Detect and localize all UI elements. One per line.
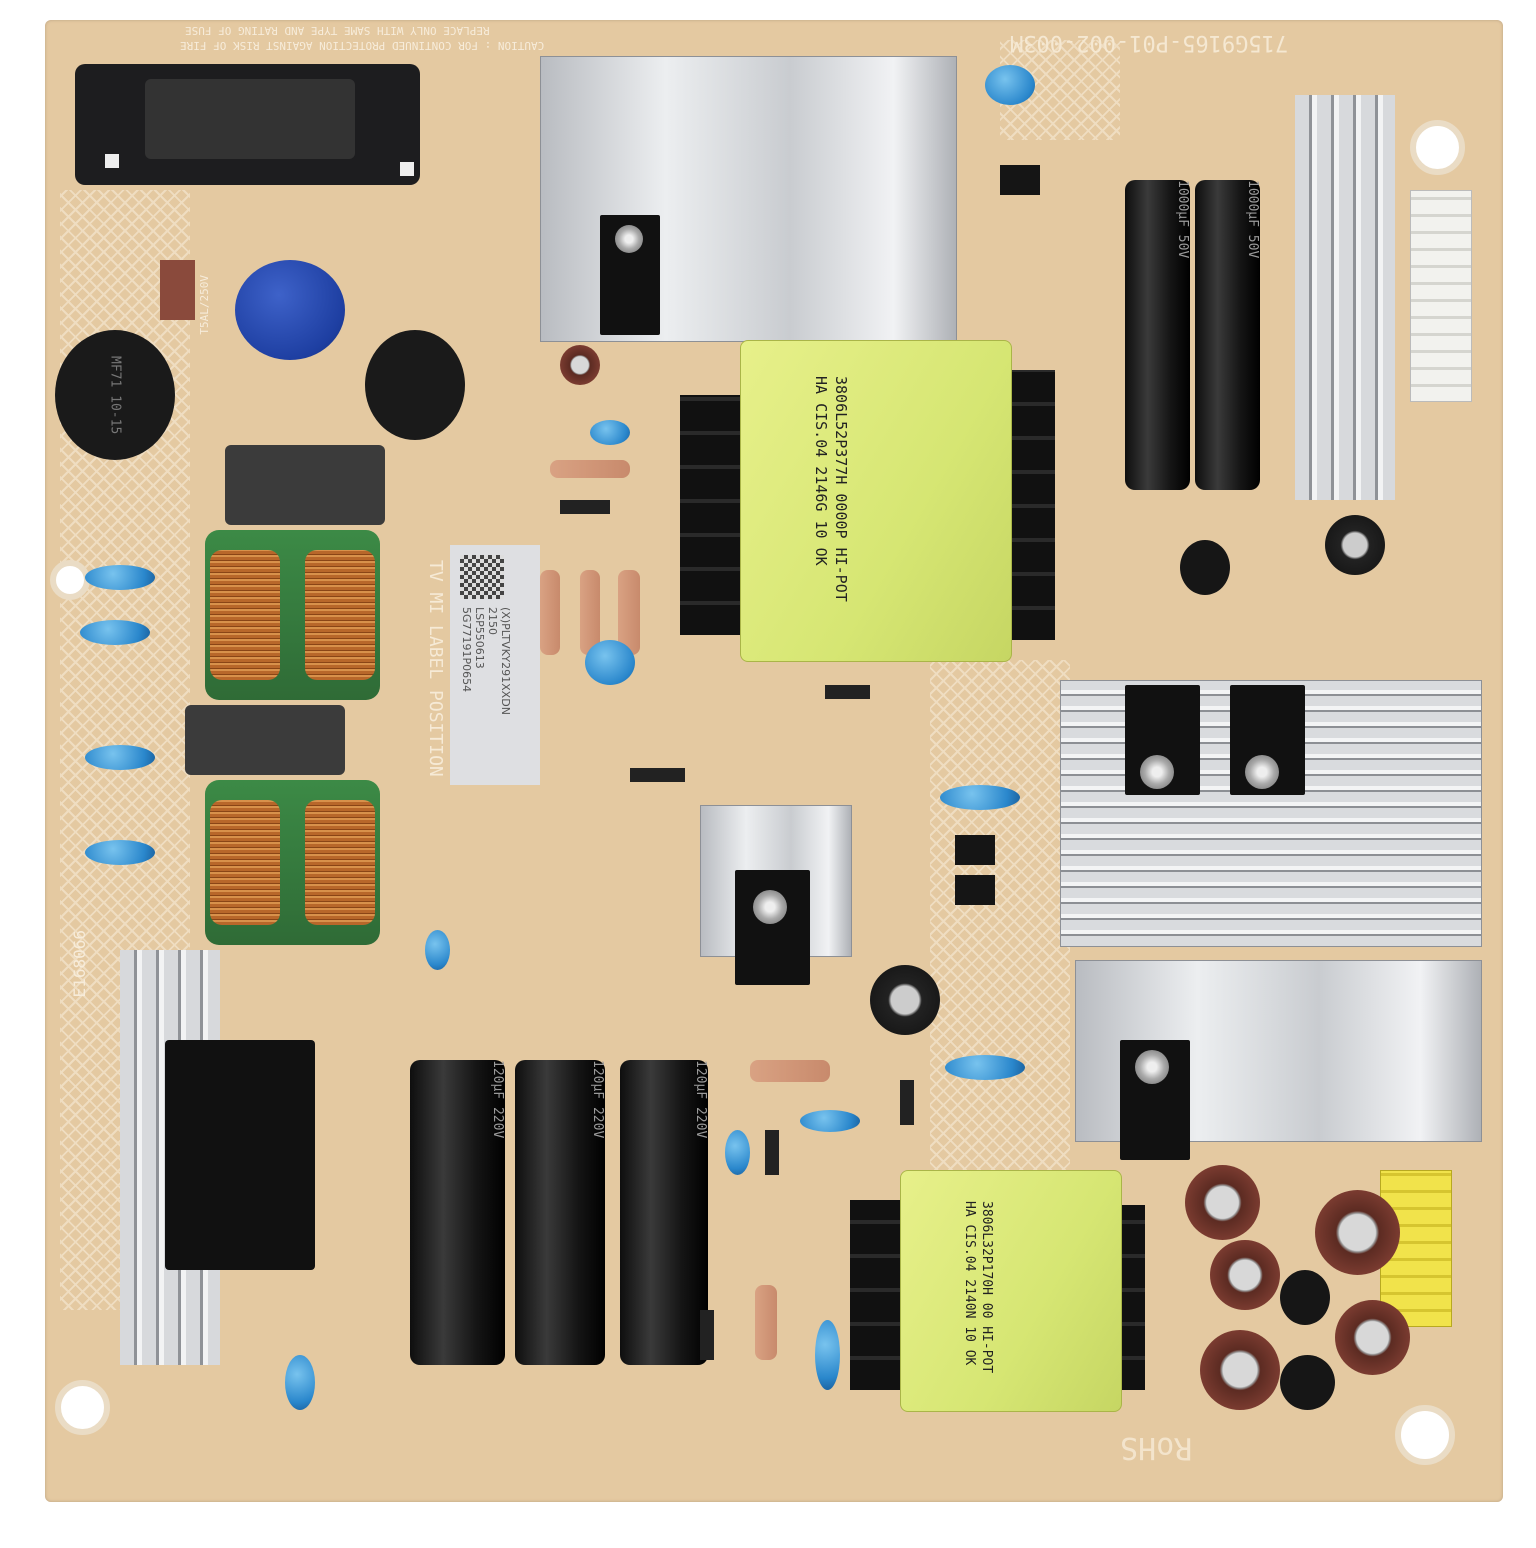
rectifier <box>1230 685 1305 795</box>
optocoupler <box>955 875 995 905</box>
inductor <box>1180 540 1230 595</box>
optocoupler <box>955 835 995 865</box>
standby-connector <box>1380 1170 1452 1327</box>
isolation-hatch-center <box>930 660 1070 1260</box>
cap-label: 120µF 220V <box>693 1060 708 1139</box>
resistor <box>540 570 560 655</box>
transformer-label-1: 3806L32P170H 00 HI-POT <box>979 1201 994 1374</box>
cap-label: 120µF 220V <box>590 1060 605 1139</box>
label-position-text: TV MI LABEL POSITION <box>425 560 446 777</box>
main-transformer: 3806L52P377H 0000P HI-POT HA CIS.04 2146… <box>740 340 1012 662</box>
electrolytic-capacitor <box>1335 1300 1410 1375</box>
mounting-hole <box>1410 120 1465 175</box>
ntc-label: MF71 10-15 <box>107 355 123 435</box>
output-capacitor: 1000µF 50V <box>1195 180 1260 490</box>
board-part-number: 715G9165-P01-002-003M <box>1010 30 1289 55</box>
common-mode-choke <box>205 780 380 945</box>
y-capacitor <box>940 785 1020 810</box>
ul-mark: E168066 <box>70 930 89 998</box>
y-capacitor <box>585 640 635 685</box>
y-capacitor <box>590 420 630 445</box>
ntc-thermistor: MF71 10-15 <box>55 330 175 460</box>
transformer-bobbin <box>1005 370 1055 640</box>
electrolytic-capacitor <box>1325 515 1385 575</box>
transformer-label-1: 3806L52P377H 0000P HI-POT <box>832 376 850 602</box>
common-mode-choke <box>205 530 380 700</box>
caution-text-2: REPLACE ONLY WITH SAME TYPE AND RATING O… <box>185 24 490 37</box>
rectifier <box>1125 685 1200 795</box>
heatsink-output <box>1295 95 1395 500</box>
bulk-capacitor: 120µF 220V <box>620 1060 708 1365</box>
mounting-hole <box>55 1380 110 1435</box>
output-connector <box>1410 190 1472 402</box>
y-capacitor <box>425 930 450 970</box>
resistor <box>580 570 600 655</box>
electrolytic-capacitor <box>560 345 600 385</box>
optocoupler <box>1000 165 1040 195</box>
resistor <box>755 1285 777 1360</box>
y-capacitor <box>815 1320 840 1390</box>
diode <box>765 1130 779 1175</box>
diode <box>630 768 685 782</box>
y-capacitor <box>85 840 155 865</box>
mosfet <box>600 215 660 335</box>
mosfet <box>735 870 810 985</box>
standby-transformer: 3806L32P170H 00 HI-POT HA CIS.04 2140N 1… <box>900 1170 1122 1412</box>
qr-code <box>460 555 504 599</box>
inductor <box>1280 1355 1335 1410</box>
x-capacitor <box>225 445 385 525</box>
cap-label: 1000µF 50V <box>1175 180 1190 259</box>
cap-label: 120µF 220V <box>490 1060 505 1139</box>
bulk-capacitor: 120µF 220V <box>515 1060 605 1365</box>
product-label: (X)PLTVKY291XXDN 2150 LSP550613 5G77191P… <box>450 545 540 785</box>
electrolytic-capacitor <box>1210 1240 1280 1310</box>
label-line-4: 5G77191P0654 <box>460 607 473 693</box>
output-capacitor: 1000µF 50V <box>1125 180 1190 490</box>
fuse-holder <box>75 64 420 185</box>
resistor <box>750 1060 830 1082</box>
fuse-rating: T5AL/250V <box>198 275 211 335</box>
inductor <box>1280 1270 1330 1325</box>
caution-text-1: CAUTION : FOR CONTINUED PROTECTION AGAIN… <box>180 39 545 52</box>
y-capacitor <box>985 65 1035 105</box>
transformer-label: 3806L52P377H 0000P HI-POT HA CIS.04 2146… <box>811 376 851 602</box>
diode <box>900 1080 914 1125</box>
mounting-hole <box>50 560 90 600</box>
x-capacitor <box>185 705 345 775</box>
label-line-3: LSP550613 <box>473 607 486 669</box>
electrolytic-capacitor <box>870 965 940 1035</box>
bridge-rectifier <box>165 1040 315 1270</box>
thermistor <box>365 330 465 440</box>
transformer-label-2: HA CIS.04 2146G 10 OK <box>812 376 830 566</box>
transformer-label: 3806L32P170H 00 HI-POT HA CIS.04 2140N 1… <box>961 1201 995 1373</box>
label-line-2: 2150 <box>486 607 499 635</box>
transformer-label-2: HA CIS.04 2140N 10 OK <box>962 1201 977 1366</box>
bulk-capacitor: 120µF 220V <box>410 1060 505 1365</box>
y-capacitor <box>800 1110 860 1132</box>
resistor <box>550 460 630 478</box>
mounting-hole <box>1395 1405 1455 1465</box>
diode <box>700 1310 714 1360</box>
y-capacitor <box>285 1355 315 1410</box>
cap-label: 1000µF 50V <box>1245 180 1260 259</box>
fuse <box>160 260 195 320</box>
resistor <box>618 570 640 655</box>
varistor <box>235 260 345 360</box>
rohs-mark: RoHS <box>1120 1430 1193 1465</box>
rectifier <box>1120 1040 1190 1160</box>
y-capacitor <box>80 620 150 645</box>
diode <box>825 685 870 699</box>
y-capacitor <box>85 565 155 590</box>
diode <box>560 500 610 514</box>
electrolytic-capacitor <box>1200 1330 1280 1410</box>
transformer-bobbin <box>850 1200 905 1390</box>
label-text: (X)PLTVKY291XXDN 2150 LSP550613 5G77191P… <box>460 607 512 715</box>
label-line-1: (X)PLTVKY291XXDN <box>499 607 512 715</box>
electrolytic-capacitor <box>1185 1165 1260 1240</box>
electrolytic-capacitor <box>1315 1190 1400 1275</box>
y-capacitor <box>725 1130 750 1175</box>
transformer-bobbin <box>680 395 740 635</box>
y-capacitor <box>945 1055 1025 1080</box>
y-capacitor <box>85 745 155 770</box>
